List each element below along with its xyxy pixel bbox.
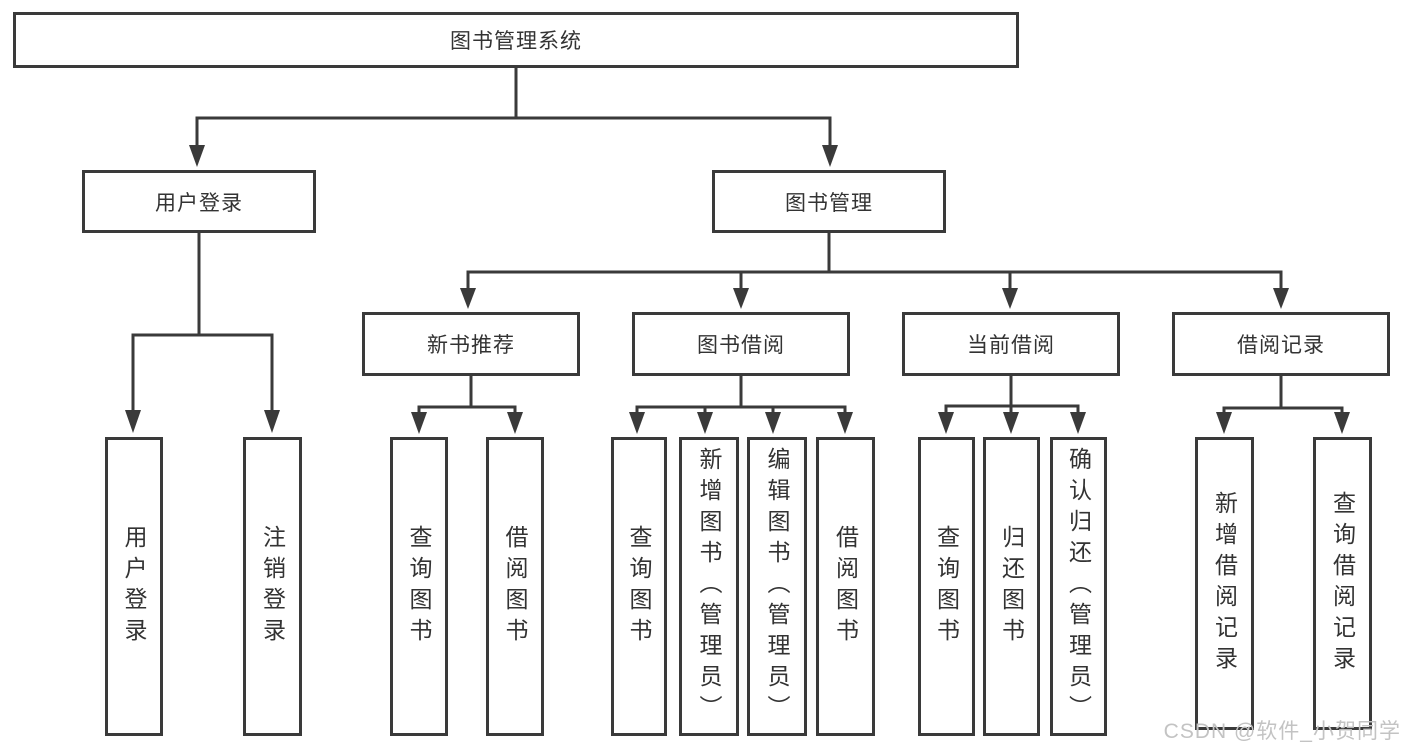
node-current-borrow: 当前借阅 (902, 312, 1120, 376)
arrowhead-down-icon (189, 145, 205, 167)
node-root: 图书管理系统 (13, 12, 1019, 68)
node-book-management: 图书管理 (712, 170, 946, 233)
arrowhead-down-icon (822, 145, 838, 167)
arrowhead-down-icon (1334, 412, 1350, 434)
arrowhead-down-icon (697, 412, 713, 434)
arrowhead-down-icon (1273, 288, 1289, 309)
leaf-borrow-books: 借阅图书 (816, 437, 875, 736)
node-new-book-recommend: 新书推荐 (362, 312, 580, 376)
leaf-add-books-admin: 新增图书（管理员） (679, 437, 739, 736)
leaf-query-books-current: 查询图书 (918, 437, 975, 736)
arrowhead-down-icon (938, 412, 954, 434)
leaf-confirm-return-admin: 确认归还（管理员） (1050, 437, 1107, 736)
connector-root-to-level2 (189, 67, 838, 167)
leaf-return-books: 归还图书 (983, 437, 1040, 736)
leaf-add-borrow-record: 新增借阅记录 (1195, 437, 1254, 730)
node-borrow-records: 借阅记录 (1172, 312, 1390, 376)
watermark: CSDN @软件_小贺同学 (1163, 720, 1401, 743)
arrowhead-down-icon (733, 288, 749, 309)
arrowhead-down-icon (1070, 412, 1086, 434)
connector-book-borrow-children (629, 376, 853, 434)
leaf-logout-login: 注销登录 (243, 437, 302, 736)
leaf-query-books-recommend: 查询图书 (390, 437, 448, 736)
leaf-edit-books-admin: 编辑图书（管理员） (747, 437, 807, 736)
connector-borrow-record-children (1216, 376, 1350, 434)
arrowhead-down-icon (411, 412, 427, 434)
leaf-borrow-books-recommend: 借阅图书 (486, 437, 544, 736)
arrowhead-down-icon (1002, 288, 1018, 309)
arrowhead-down-icon (1003, 412, 1019, 434)
arrowhead-down-icon (837, 412, 853, 434)
arrowhead-down-icon (460, 288, 476, 309)
connector-current-borrow-children (938, 376, 1086, 434)
leaf-query-books-borrow: 查询图书 (611, 437, 667, 736)
arrowhead-down-icon (765, 412, 781, 434)
node-book-borrow: 图书借阅 (632, 312, 850, 376)
arrowhead-down-icon (1216, 412, 1232, 434)
connector-user-login-children (125, 233, 280, 433)
arrowhead-down-icon (507, 412, 523, 434)
arrowhead-down-icon (629, 412, 645, 434)
connector-book-management-children (460, 233, 1289, 309)
node-user-login: 用户登录 (82, 170, 316, 233)
connector-new-book-children (411, 376, 523, 434)
leaf-user-login: 用户登录 (105, 437, 163, 736)
leaf-query-borrow-record: 查询借阅记录 (1313, 437, 1372, 730)
arrowhead-down-icon (125, 410, 141, 433)
arrowhead-down-icon (264, 410, 280, 433)
